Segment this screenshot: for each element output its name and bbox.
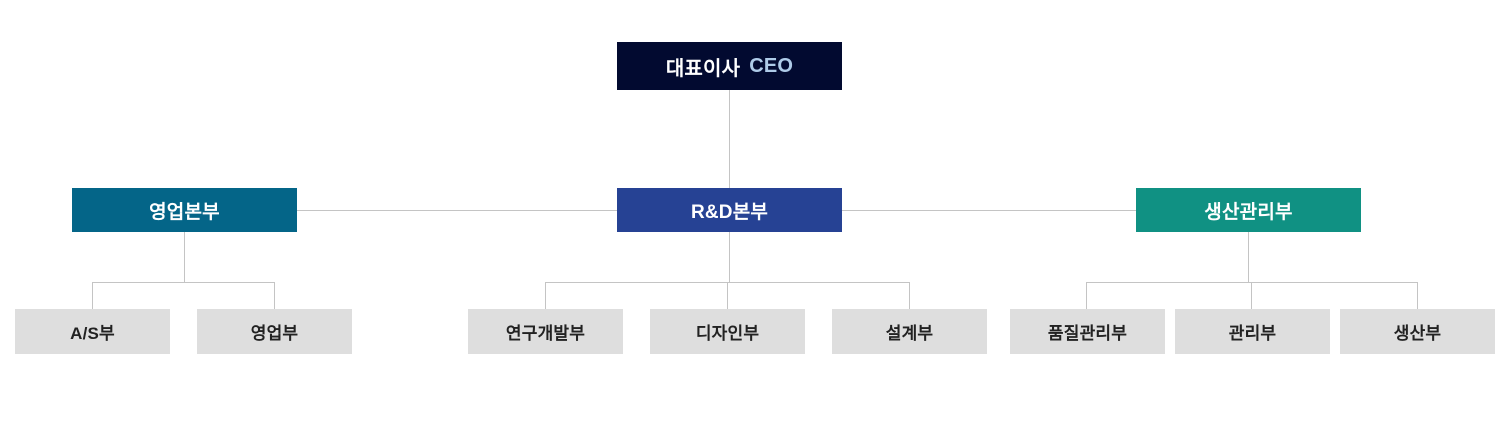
connector-sales-drop [184, 232, 185, 282]
node-division-rnd-label: R&D본부 [690, 201, 769, 223]
node-dept-engineering-label: 설계부 [885, 324, 934, 343]
node-dept-manufacturing-label: 생산부 [1393, 324, 1442, 343]
connector-rnd-child-rd [545, 282, 546, 309]
node-division-sales-label: 영업본부 [149, 201, 220, 223]
node-dept-as-label: A/S부 [70, 324, 115, 343]
node-dept-research-development-label: 연구개발부 [505, 324, 586, 343]
connector-rnd-drop [729, 232, 730, 282]
node-division-production[interactable]: 생산관리부 [1136, 188, 1361, 232]
node-division-rnd[interactable]: R&D본부 [617, 188, 842, 232]
node-ceo[interactable]: 대표이사 CEO [617, 42, 842, 90]
node-ceo-label-en: CEO [749, 54, 794, 77]
node-dept-admin-label: 관리부 [1228, 324, 1277, 343]
connector-rnd-child-design [727, 282, 728, 309]
node-dept-design-label: 디자인부 [695, 324, 760, 343]
connector-sales-bar [92, 282, 275, 283]
connector-sales-child-as [92, 282, 93, 309]
node-division-sales[interactable]: 영업본부 [72, 188, 297, 232]
node-dept-as[interactable]: A/S부 [15, 309, 170, 354]
node-division-production-label: 생산관리부 [1204, 201, 1293, 223]
node-dept-sales[interactable]: 영업부 [197, 309, 352, 354]
connector-production-bar [1086, 282, 1418, 283]
node-dept-sales-label: 영업부 [250, 324, 299, 343]
connector-rnd-child-engineering [909, 282, 910, 309]
node-dept-manufacturing[interactable]: 생산부 [1340, 309, 1495, 354]
node-dept-engineering[interactable]: 설계부 [832, 309, 987, 354]
node-ceo-label-ko: 대표이사 [665, 57, 741, 80]
node-dept-admin[interactable]: 관리부 [1175, 309, 1330, 354]
node-dept-design[interactable]: 디자인부 [650, 309, 805, 354]
connector-production-child-qc [1086, 282, 1087, 309]
node-dept-quality-control[interactable]: 품질관리부 [1010, 309, 1165, 354]
connector-sales-child-sales-dept [274, 282, 275, 309]
node-dept-research-development[interactable]: 연구개발부 [468, 309, 623, 354]
connector-production-child-manufacturing [1417, 282, 1418, 309]
connector-production-drop [1248, 232, 1249, 282]
connector-ceo-to-rnd [729, 90, 730, 188]
connector-production-child-admin [1251, 282, 1252, 309]
node-dept-quality-control-label: 품질관리부 [1047, 324, 1128, 343]
